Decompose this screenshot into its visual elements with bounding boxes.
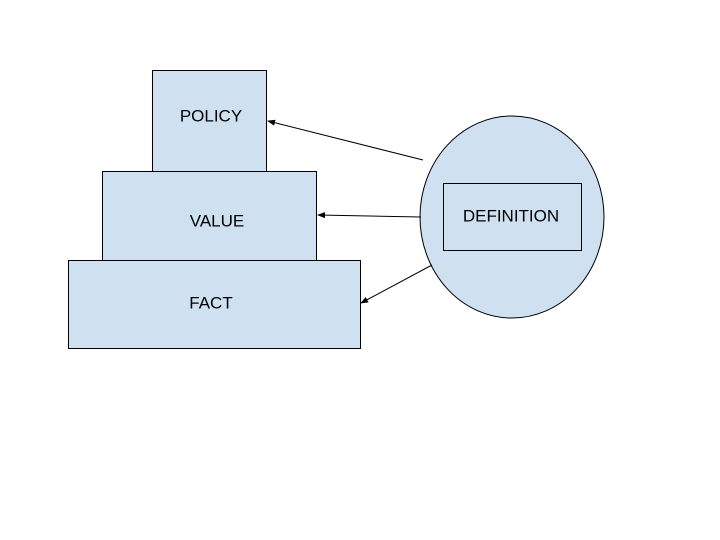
fact-label: FACT [189, 293, 232, 312]
definition-node[interactable]: DEFINITION [419, 115, 605, 319]
definition-box [443, 183, 582, 251]
value-label: VALUE [190, 211, 245, 230]
definition-label: DEFINITION [463, 206, 559, 225]
arrow-to-value [317, 212, 422, 219]
value-tier[interactable]: VALUE [102, 171, 317, 261]
policy-tier[interactable]: POLICY [152, 70, 267, 172]
fact-tier[interactable]: FACT [68, 260, 361, 349]
arrow-to-policy [267, 119, 424, 161]
arrow-to-fact [360, 264, 433, 304]
policy-label: POLICY [180, 106, 242, 125]
